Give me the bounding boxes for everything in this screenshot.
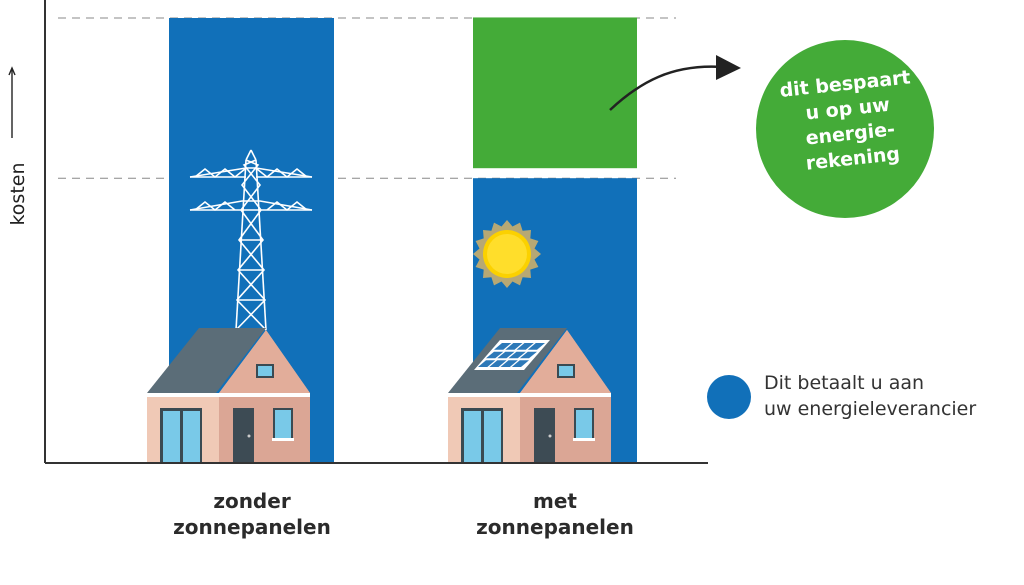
y-axis-label: kosten	[7, 162, 29, 226]
y-axis-arrow	[8, 66, 16, 138]
savings-circle	[756, 40, 934, 218]
curved-arrow-icon	[609, 55, 741, 111]
power-pylon-icon	[189, 149, 313, 331]
legend-label: Dit betaalt u aan uw energieleverancier	[764, 372, 977, 420]
bar-savings-1	[473, 17, 637, 169]
dashed-guides	[58, 17, 676, 179]
category-label-zonder: zonder zonnepanelen	[173, 489, 331, 539]
category-label-met: met zonnepanelen	[476, 489, 634, 539]
solar-panel-icon	[474, 340, 550, 370]
legend-marker	[707, 375, 751, 419]
sun-icon	[473, 220, 541, 288]
house-icon	[147, 328, 310, 462]
house-icon	[448, 328, 611, 462]
savings-annotation: dit bespaart u op uw energie- rekening	[778, 66, 912, 175]
axes	[8, 0, 708, 464]
